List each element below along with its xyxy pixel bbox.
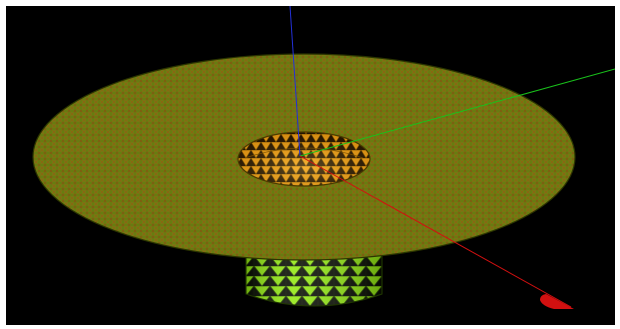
scene-canvas[interactable]: [6, 6, 615, 325]
y-axis: [299, 68, 615, 157]
x-axis: [299, 155, 572, 308]
3d-viewport[interactable]: [6, 6, 615, 325]
x-axis-arrow-icon: [540, 294, 574, 309]
z-axis: [289, 6, 301, 157]
coordinate-axes: [289, 6, 615, 309]
inner-bore[interactable]: [237, 131, 371, 187]
tube-cylinder[interactable]: [245, 252, 383, 307]
